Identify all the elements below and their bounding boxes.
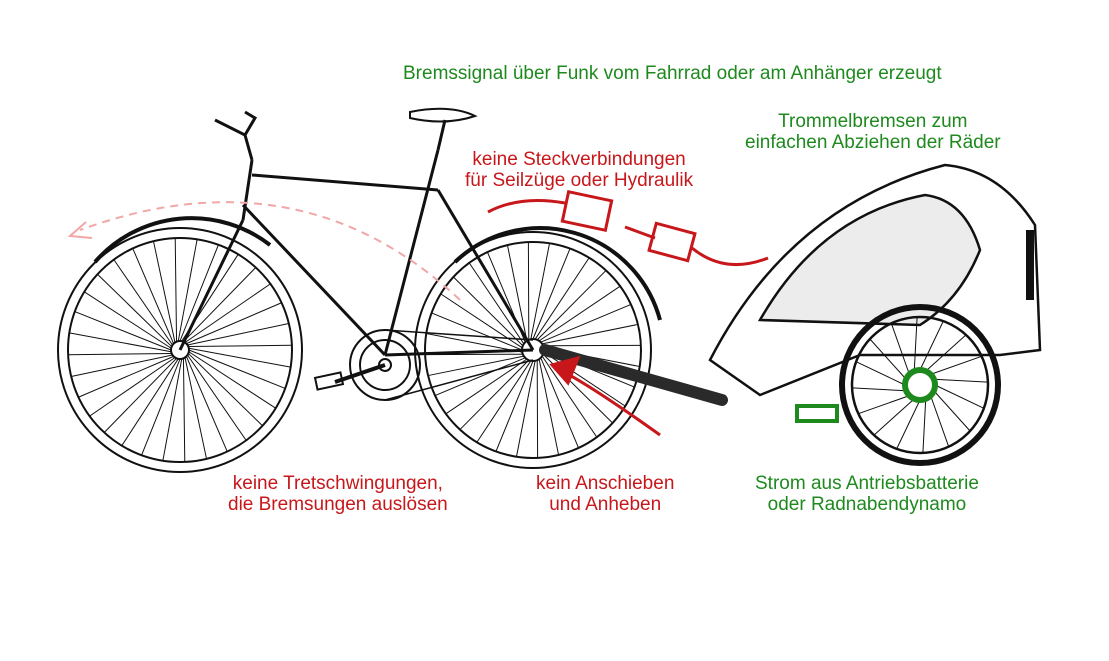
trailer-window: [757, 193, 982, 327]
spoke: [869, 338, 907, 380]
chain: [384, 329, 534, 401]
spoke: [434, 357, 526, 397]
spoke: [78, 355, 174, 398]
spoke: [431, 312, 523, 351]
spoke: [858, 395, 910, 415]
spoke: [930, 395, 950, 447]
spoke: [182, 358, 186, 462]
spoke: [540, 357, 580, 449]
spoke: [934, 384, 985, 409]
spoke: [113, 259, 173, 346]
power-source-label: Strom aus Antriebsbatterie oder Radnaben…: [755, 473, 979, 515]
spoke: [152, 241, 176, 343]
handlebar: [214, 110, 258, 161]
spoke: [852, 387, 907, 392]
spoke: [187, 322, 289, 346]
bicycle: [57, 107, 662, 473]
hub-dynamo-icon: [902, 367, 938, 403]
spoke: [97, 273, 173, 347]
spoke: [536, 270, 607, 341]
front-wheel-spokes: [68, 238, 292, 462]
connector-plug-right: [647, 221, 697, 263]
spoke: [542, 323, 639, 345]
drum-brakes-label: Trommelbremsen zum einfachen Abziehen de…: [745, 111, 1001, 153]
trailer: [708, 163, 1042, 466]
spoke: [540, 303, 632, 343]
spoke: [183, 267, 257, 343]
connector-plug-left: [560, 189, 614, 233]
spoke: [873, 398, 915, 436]
front-wheel: [57, 227, 303, 473]
spoke: [188, 347, 291, 368]
spoke: [184, 357, 208, 459]
brake-signal-label: Bremssignal über Funk vom Fahrrad oder a…: [403, 63, 942, 84]
spoke: [174, 238, 178, 342]
spoke: [534, 257, 590, 340]
spoke: [188, 344, 292, 348]
spoke: [453, 276, 524, 347]
no-pushing-label: kein Anschieben und Anheben: [536, 473, 675, 515]
spoke: [184, 283, 271, 343]
spoke: [506, 244, 528, 341]
front-fender: [93, 216, 272, 264]
spoke: [69, 332, 172, 353]
spoke: [440, 293, 523, 349]
frame: [178, 149, 535, 357]
spoke: [132, 248, 175, 344]
spoke: [930, 355, 982, 375]
pushing-arrow: [549, 355, 661, 437]
spoke: [515, 360, 536, 457]
spoke: [186, 302, 282, 345]
spoke: [913, 317, 918, 372]
spoke: [476, 360, 532, 443]
spoke: [532, 248, 571, 340]
spoke: [177, 239, 198, 342]
spoke: [922, 398, 927, 453]
spoke: [933, 378, 988, 383]
spoke: [538, 359, 560, 456]
saddle: [409, 107, 478, 123]
spoke: [179, 244, 219, 342]
spoke: [933, 390, 971, 432]
spoke: [84, 291, 172, 349]
spoke: [187, 354, 247, 441]
spoke: [103, 357, 177, 433]
spoke: [426, 332, 523, 353]
spoke: [919, 320, 944, 371]
trailer-wheel: [839, 304, 1001, 466]
spoke: [890, 323, 910, 375]
battery-icon: [795, 404, 839, 423]
spoke: [74, 311, 172, 351]
spoke: [541, 355, 598, 438]
trailer-canopy: [708, 163, 1042, 397]
spoke: [162, 358, 183, 461]
spoke: [459, 359, 530, 430]
spoke: [445, 358, 528, 415]
spoke: [530, 243, 551, 340]
spoke: [188, 351, 276, 409]
spoke: [495, 360, 534, 452]
spoke: [855, 361, 906, 386]
spoke: [89, 357, 176, 417]
spoke: [141, 358, 181, 456]
spoke: [896, 399, 921, 450]
connector-illustration: [487, 189, 769, 267]
no-connectors-label: keine Steckverbindungen für Seilzüge ode…: [465, 149, 694, 191]
spoke: [925, 334, 967, 372]
dashed-arrow: [67, 201, 461, 301]
spoke: [68, 352, 172, 356]
spoke: [468, 262, 525, 345]
spoke: [71, 354, 173, 378]
spoke: [187, 353, 263, 427]
no-pedal-vibration-label: keine Tretschwingungen, die Bremsungen a…: [228, 473, 448, 515]
spoke: [185, 356, 228, 452]
spoke: [121, 358, 179, 446]
rear-fender: [453, 226, 662, 321]
spoke: [427, 355, 524, 377]
spoke: [538, 285, 621, 342]
spoke: [543, 351, 626, 407]
pedal: [313, 371, 345, 391]
spoke: [188, 349, 286, 389]
